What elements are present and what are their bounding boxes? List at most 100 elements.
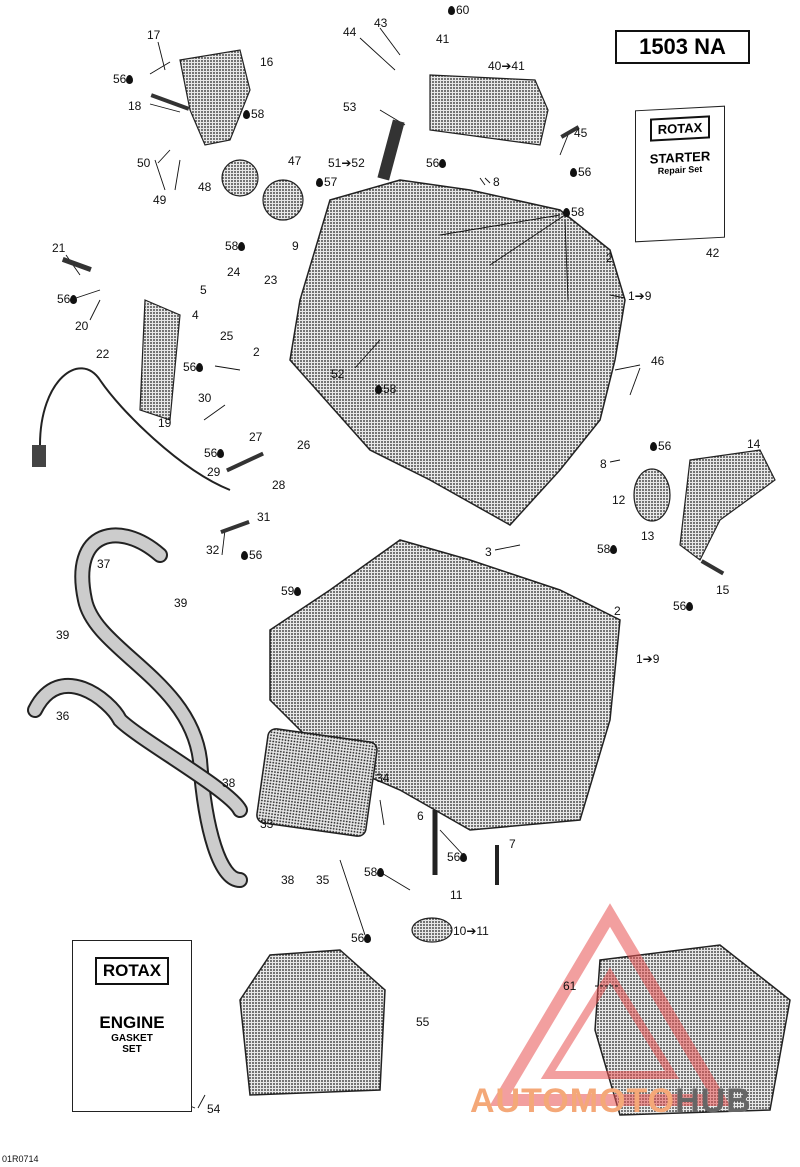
engine-assembly-55 <box>239 949 386 1096</box>
callout-label: 3 <box>485 545 492 559</box>
callout-label: 8 <box>600 457 607 471</box>
oil-drop-icon <box>686 602 694 611</box>
callout-label: 11 <box>450 888 463 902</box>
callout-label: 33 <box>260 817 274 831</box>
upper-crankcase <box>289 179 626 526</box>
callout-label: 36 <box>56 709 70 723</box>
starter-repair-set-book: ROTAX STARTER Repair Set <box>635 105 725 243</box>
callout-label: 58 <box>364 866 385 878</box>
drive-gear <box>262 179 304 221</box>
callout-label: 18 <box>128 99 142 113</box>
callout-label: 4 <box>192 308 199 322</box>
callout-label: 48 <box>198 180 212 194</box>
hose-37-inner <box>76 529 246 886</box>
drain-plug <box>411 917 453 943</box>
callout-label: 9 <box>292 239 299 253</box>
callout-label: 8 <box>493 175 500 189</box>
callout-label: 56 <box>426 157 447 169</box>
callout-label: 22 <box>96 347 110 361</box>
callout-label: 25 <box>220 329 234 343</box>
model-number: 1503 NA <box>615 30 750 64</box>
callout-label: 55 <box>416 1015 430 1029</box>
oil-drop-icon <box>126 75 134 84</box>
pulley <box>221 159 259 197</box>
hose-36-inner <box>29 679 246 816</box>
watermark-text: AUTOMOTOHUB <box>470 1082 752 1120</box>
callout-label: 38 <box>222 776 236 790</box>
callout-label: 38 <box>281 873 295 887</box>
oil-drop-icon <box>241 551 248 560</box>
book-subtitle-2: SET <box>122 1044 142 1055</box>
book-title: ENGINE <box>99 1013 165 1032</box>
oil-cooler <box>256 728 378 837</box>
callout-label: 14 <box>747 437 761 451</box>
callout-label: 43 <box>374 16 388 30</box>
callout-label: 58 <box>597 543 618 555</box>
oil-drop-icon <box>217 449 225 458</box>
watermark-triangle <box>489 903 731 1106</box>
callout-label: 40➔41 <box>488 59 525 73</box>
oil-drop-icon <box>448 6 455 15</box>
book-subtitle-1: GASKET <box>111 1033 153 1044</box>
callout-label: 56 <box>650 440 671 452</box>
callout-label: 56 <box>113 73 134 85</box>
callout-label: 7 <box>509 837 516 851</box>
callout-label: 17 <box>147 28 161 42</box>
oil-drop-icon <box>364 934 372 943</box>
callout-label: 58 <box>243 108 264 120</box>
callout-label: 58 <box>225 240 246 252</box>
rotax-logo: ROTAX <box>649 115 711 142</box>
callout-label: 59 <box>281 585 302 597</box>
callout-label: 15 <box>716 583 730 597</box>
callout-label: 10➔11 <box>453 924 489 938</box>
callout-label: 56 <box>183 361 204 373</box>
callout-label: 13 <box>641 529 655 543</box>
callout-label: 39 <box>174 596 188 610</box>
callout-label: 2 <box>253 345 260 359</box>
callout-label: 6 <box>417 809 424 823</box>
oil-drop-icon <box>570 168 577 177</box>
ref-label: 42 <box>706 246 720 260</box>
oil-drop-icon <box>377 868 385 877</box>
oil-drop-icon <box>375 385 382 394</box>
callout-label: 56 <box>570 166 591 178</box>
callout-label: 53 <box>343 100 357 114</box>
rotax-logo: ROTAX <box>94 957 170 985</box>
oil-drop-icon <box>650 442 657 451</box>
oil-drop-icon <box>238 242 246 251</box>
sensor-connector <box>32 445 46 467</box>
callout-label: 2 <box>614 604 621 618</box>
callout-label: 21 <box>52 241 66 255</box>
callout-label: 52 <box>331 367 345 381</box>
bracket-22 <box>139 299 181 421</box>
callout-label: 46 <box>651 354 665 368</box>
callout-label: 34 <box>376 771 390 785</box>
callout-label: 45 <box>574 126 588 140</box>
callout-label: 56 <box>673 600 694 612</box>
impeller <box>633 468 671 522</box>
callout-label: 30 <box>198 391 212 405</box>
callout-label: 50 <box>137 156 151 170</box>
callout-label: 56 <box>447 851 468 863</box>
hose-36 <box>27 677 248 818</box>
engine-gasket-set-book: ROTAX ENGINE GASKET SET <box>72 940 192 1112</box>
callout-label: 56 <box>241 549 262 561</box>
callout-label: 56 <box>57 293 78 305</box>
callout-label: 51➔52 <box>328 156 365 170</box>
pump-housing <box>679 449 776 561</box>
callout-label: 1➔9 <box>636 652 660 666</box>
oil-drop-icon <box>294 587 302 596</box>
ref-label: 54 <box>207 1102 221 1116</box>
callout-label: 35 <box>316 873 330 887</box>
callout-label: 5 <box>200 283 207 297</box>
callout-label: 26 <box>297 438 311 452</box>
callout-label: 16 <box>260 55 274 69</box>
callout-label: 23 <box>264 273 278 287</box>
callout-label: 41 <box>436 32 450 46</box>
callout-label: 12 <box>612 493 626 507</box>
callout-label: 20 <box>75 319 89 333</box>
callout-label: 1➔9 <box>628 289 652 303</box>
callout-label: 47 <box>288 154 302 168</box>
